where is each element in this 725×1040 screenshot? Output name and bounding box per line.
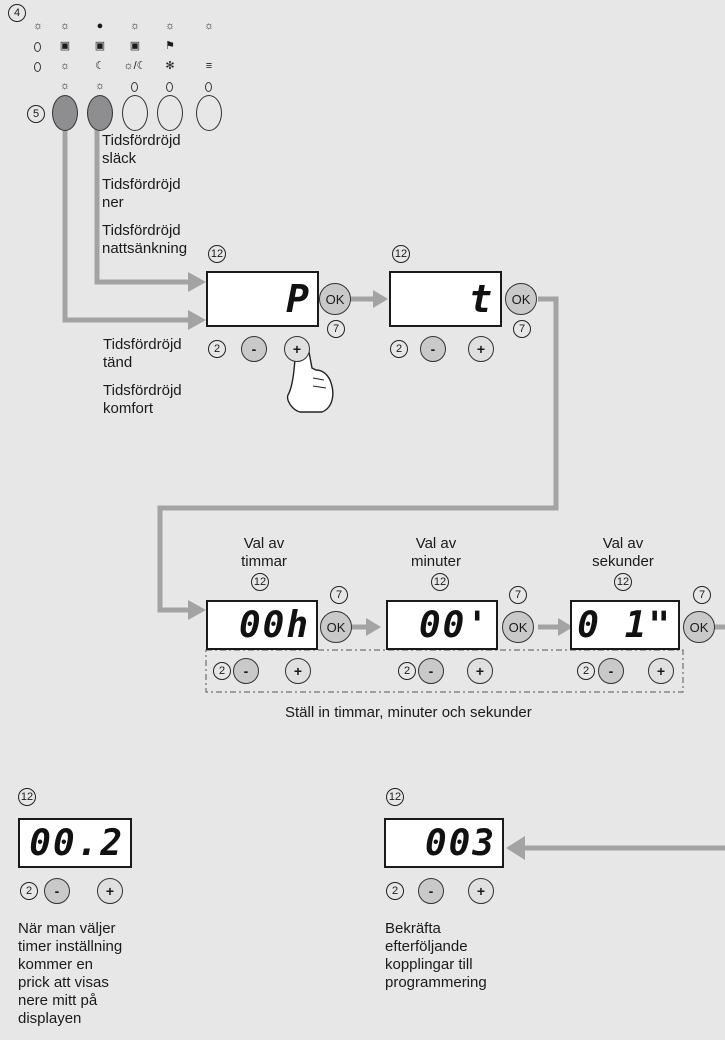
- minus-button[interactable]: -: [418, 878, 444, 904]
- sun-icon: ☼: [59, 60, 71, 72]
- set-caption: Ställ in timmar, minuter och sekunder: [285, 704, 532, 721]
- moon-icon: ☾: [95, 60, 105, 72]
- plus-button[interactable]: +: [284, 336, 310, 362]
- ok-button[interactable]: OK: [320, 611, 352, 643]
- heater-icon: ▣: [94, 40, 106, 52]
- display-p: P: [206, 271, 319, 327]
- marker-12: 12: [251, 573, 269, 591]
- marker-2: 2: [390, 340, 408, 358]
- marker-12: 12: [386, 788, 404, 806]
- marker-12: 12: [431, 573, 449, 591]
- minus-button[interactable]: -: [420, 336, 446, 362]
- heater-icon: ▣: [129, 40, 141, 52]
- plus-button[interactable]: +: [468, 878, 494, 904]
- display-hours: 00h: [206, 600, 318, 650]
- bulb-drop-icon: ☼: [164, 20, 176, 32]
- stop-icon: ≡: [205, 60, 213, 72]
- marker-7: 7: [693, 586, 711, 604]
- marker-2: 2: [398, 662, 416, 680]
- display-minutes: 00': [386, 600, 498, 650]
- display-three: 003: [384, 818, 504, 868]
- display-seconds: 0 1": [570, 600, 680, 650]
- bulb-mode-icon: ☼: [203, 20, 215, 32]
- heater-icon: ▣: [59, 40, 71, 52]
- bulb-flash-icon: ☼: [59, 80, 71, 92]
- led: [34, 62, 41, 72]
- marker-7: 7: [330, 586, 348, 604]
- minus-button[interactable]: -: [241, 336, 267, 362]
- marker-2: 2: [577, 662, 595, 680]
- bulb-flash-icon: ☼: [94, 80, 106, 92]
- marker-12: 12: [392, 245, 410, 263]
- ok-button[interactable]: OK: [505, 283, 537, 315]
- led: [34, 42, 41, 52]
- plus-button[interactable]: +: [467, 658, 493, 684]
- ok-button[interactable]: OK: [683, 611, 715, 643]
- minus-button[interactable]: -: [418, 658, 444, 684]
- marker-2: 2: [386, 882, 404, 900]
- plus-button[interactable]: +: [648, 658, 674, 684]
- led: [205, 82, 212, 92]
- minus-button[interactable]: -: [233, 658, 259, 684]
- heater-flag-icon: ⚑: [165, 40, 175, 52]
- plus-button[interactable]: +: [97, 878, 123, 904]
- display-t: t: [389, 271, 502, 327]
- plus-button[interactable]: +: [285, 658, 311, 684]
- marker-12: 12: [208, 245, 226, 263]
- sun-moon-icon: ☼/☾: [123, 60, 147, 72]
- switch-5[interactable]: [196, 95, 222, 131]
- marker-2: 2: [208, 340, 226, 358]
- marker-7: 7: [509, 586, 527, 604]
- ok-button[interactable]: OK: [502, 611, 534, 643]
- drop-icon: ●: [96, 20, 104, 32]
- display-dot: 00.2: [18, 818, 132, 868]
- marker-7: 7: [513, 320, 531, 338]
- marker-12: 12: [18, 788, 36, 806]
- switch-3[interactable]: [122, 95, 148, 131]
- plus-button[interactable]: +: [468, 336, 494, 362]
- bulb-flash-icon: ☼: [32, 20, 44, 32]
- marker-5: 5: [27, 105, 45, 123]
- switch-1[interactable]: [52, 95, 78, 131]
- minus-button[interactable]: -: [598, 658, 624, 684]
- switch-2[interactable]: [87, 95, 113, 131]
- marker-12: 12: [614, 573, 632, 591]
- switch-4[interactable]: [157, 95, 183, 131]
- marker-2: 2: [20, 882, 38, 900]
- snowflake-icon: ✻: [165, 60, 175, 72]
- marker-2: 2: [213, 662, 231, 680]
- marker-4: 4: [8, 4, 26, 22]
- bulb-drop-icon: ☼: [129, 20, 141, 32]
- led: [166, 82, 173, 92]
- ok-button[interactable]: OK: [319, 283, 351, 315]
- led: [131, 82, 138, 92]
- bulb-icon: ☼: [59, 20, 71, 32]
- minus-button[interactable]: -: [44, 878, 70, 904]
- marker-7: 7: [327, 320, 345, 338]
